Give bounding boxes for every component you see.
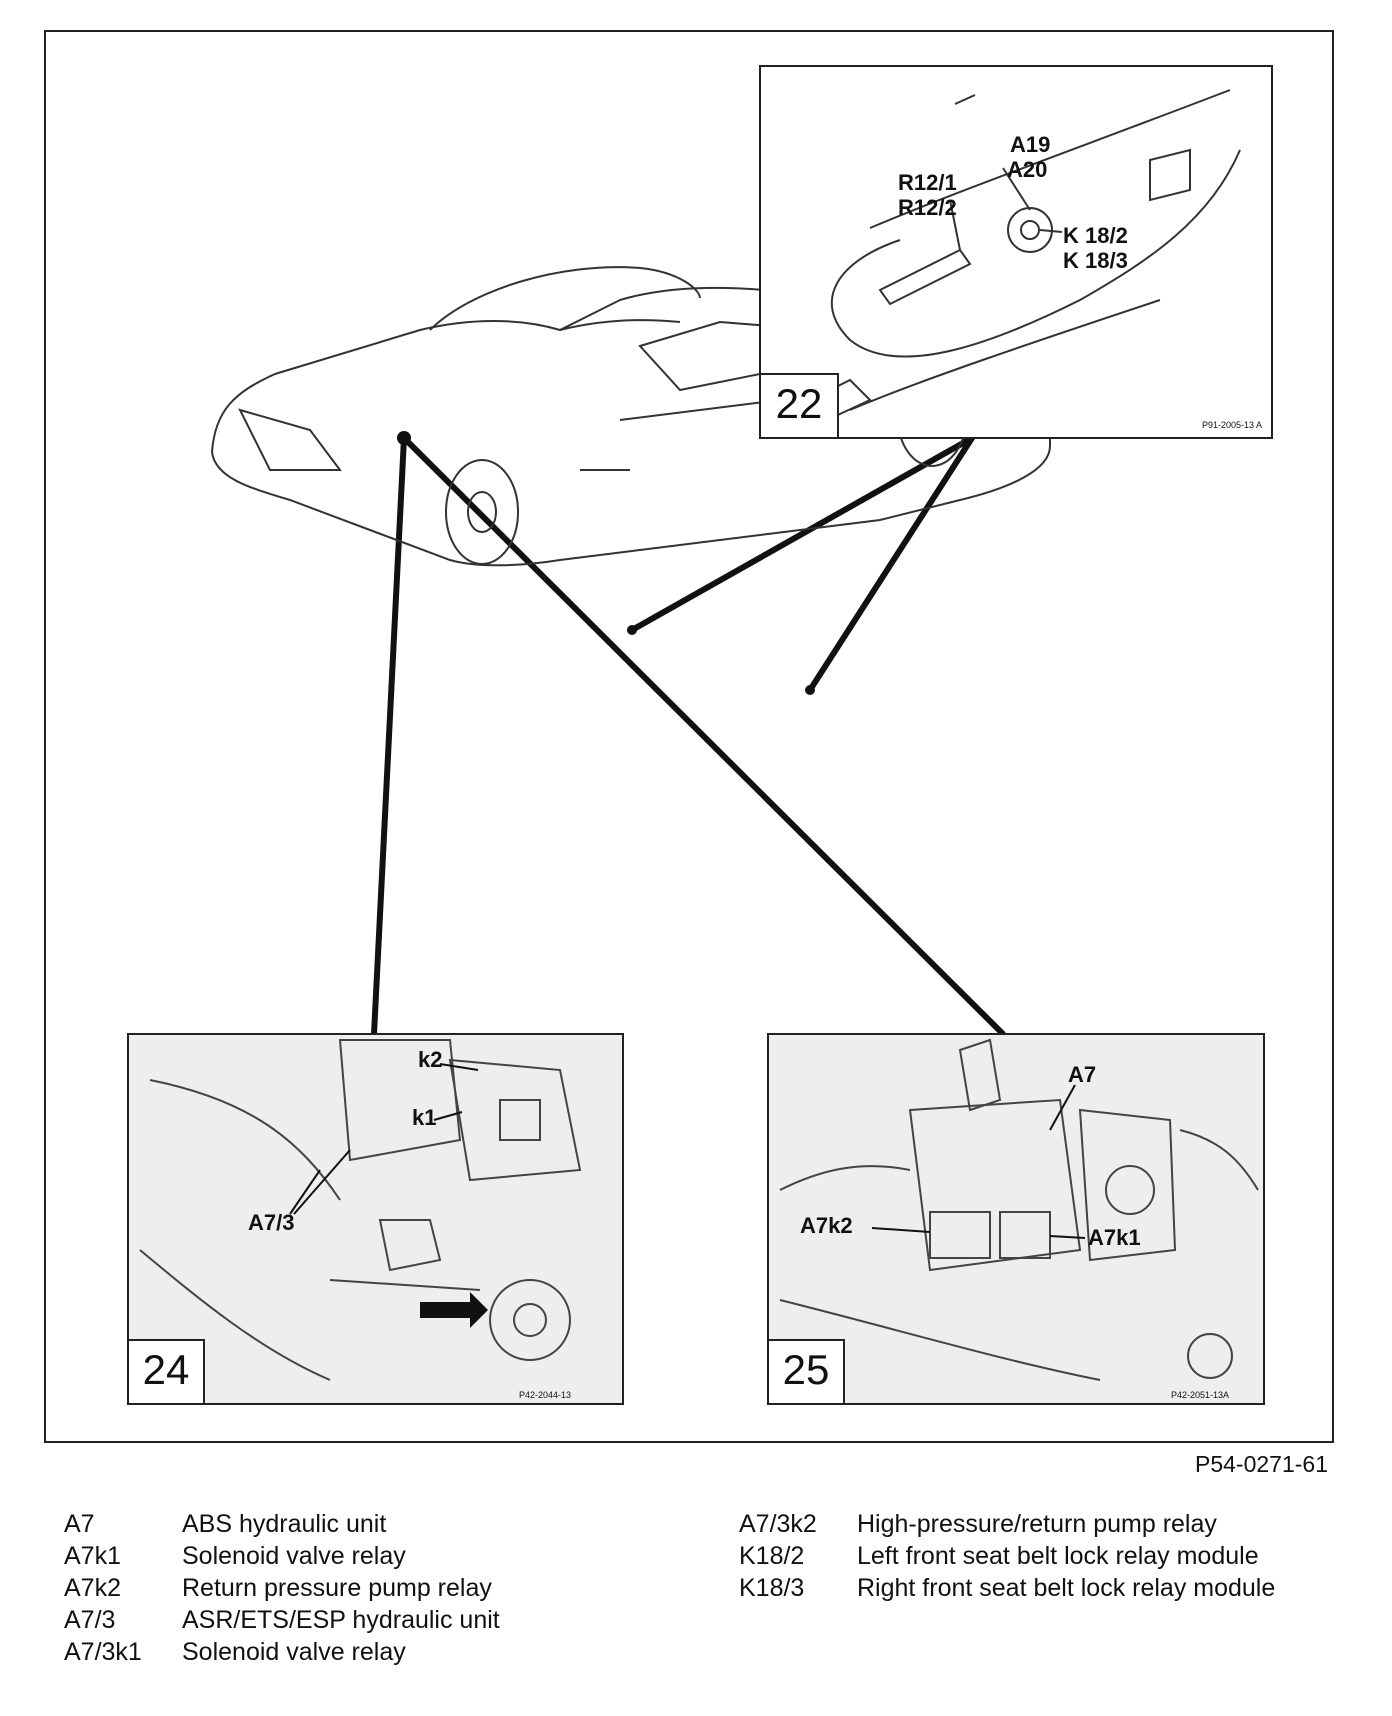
panel-25: 25 P42-2051-13A A7 A7k2 A7k1 — [767, 1033, 1265, 1405]
legend-code: A7/3k2 — [739, 1510, 817, 1538]
panel-24-code: P42-2044-13 — [519, 1390, 571, 1400]
legend-item: K18/3 Right front seat belt lock relay mo… — [739, 1572, 1287, 1604]
label-k18-2: K 18/2 — [1063, 223, 1128, 248]
panel-22-number: 22 — [776, 380, 823, 427]
legend-code: K18/3 — [739, 1574, 805, 1602]
connector-dot — [805, 685, 815, 695]
connector-dot — [397, 431, 411, 445]
legend-desc: Left front seat belt lock relay module — [857, 1542, 1259, 1570]
legend-desc: High-pressure/return pump relay — [857, 1510, 1217, 1538]
label-k1: k1 — [412, 1105, 436, 1130]
label-a7-3: A7/3 — [248, 1210, 294, 1235]
legend-code: A7/3k1 — [64, 1638, 142, 1666]
label-a19: A19 — [1010, 132, 1050, 157]
legend-desc: Solenoid valve relay — [182, 1542, 406, 1570]
diagram-frame — [44, 30, 1334, 1443]
label-a20: A20 — [1007, 157, 1047, 182]
legend-code: A7/3 — [64, 1606, 116, 1634]
legend-desc: ASR/ETS/ESP hydraulic unit — [182, 1606, 500, 1634]
legend-item: K18/2 Left front seat belt lock relay mod… — [739, 1540, 1287, 1572]
panel-24: 24 P42-2044-13 k2 k1 A7/3 — [127, 1033, 624, 1405]
label-a7: A7 — [1068, 1062, 1096, 1087]
legend-desc: Right front seat belt lock relay module — [857, 1574, 1276, 1602]
legend-right-column: A7/3k2 High-pressure/return pump relay K1… — [739, 1508, 1287, 1604]
label-r12-2: R12/2 — [898, 195, 957, 220]
label-r12-1: R12/1 — [898, 170, 957, 195]
legend-item: A7 ABS hydraulic unit — [64, 1508, 612, 1540]
legend-item: A7k1 Solenoid valve relay — [64, 1540, 612, 1572]
legend-desc: Solenoid valve relay — [182, 1638, 406, 1666]
legend-code: A7 — [64, 1510, 95, 1538]
legend-item: A7/3k1 Solenoid valve relay — [64, 1636, 612, 1668]
legend-item: A7/3k2 High-pressure/return pump relay — [739, 1508, 1287, 1540]
panel-22: 22 P91-2005-13 A R12/1 R12/2 A19 A20 K 1… — [759, 65, 1273, 439]
label-a7k1: A7k1 — [1088, 1225, 1141, 1250]
legend-code: A7k2 — [64, 1574, 121, 1602]
panel-22-code: P91-2005-13 A — [1202, 420, 1262, 430]
legend-item: A7k2 Return pressure pump relay — [64, 1572, 612, 1604]
panel-25-code: P42-2051-13A — [1171, 1390, 1229, 1400]
legend-code: K18/2 — [739, 1542, 805, 1570]
label-k18-3: K 18/3 — [1063, 248, 1128, 273]
connector-lines — [371, 435, 1006, 1037]
figure-number: P54-0271-61 — [1195, 1451, 1328, 1477]
legend-item: A7/3 ASR/ETS/ESP hydraulic unit — [64, 1604, 612, 1636]
legend-code: A7k1 — [64, 1542, 121, 1570]
panel-24-number: 24 — [143, 1346, 190, 1393]
legend-desc: Return pressure pump relay — [182, 1574, 492, 1602]
label-k2: k2 — [418, 1047, 442, 1072]
legend-desc: ABS hydraulic unit — [182, 1510, 387, 1538]
label-a7k2: A7k2 — [800, 1213, 853, 1238]
panel-25-number: 25 — [783, 1346, 830, 1393]
connector-dot — [627, 625, 637, 635]
